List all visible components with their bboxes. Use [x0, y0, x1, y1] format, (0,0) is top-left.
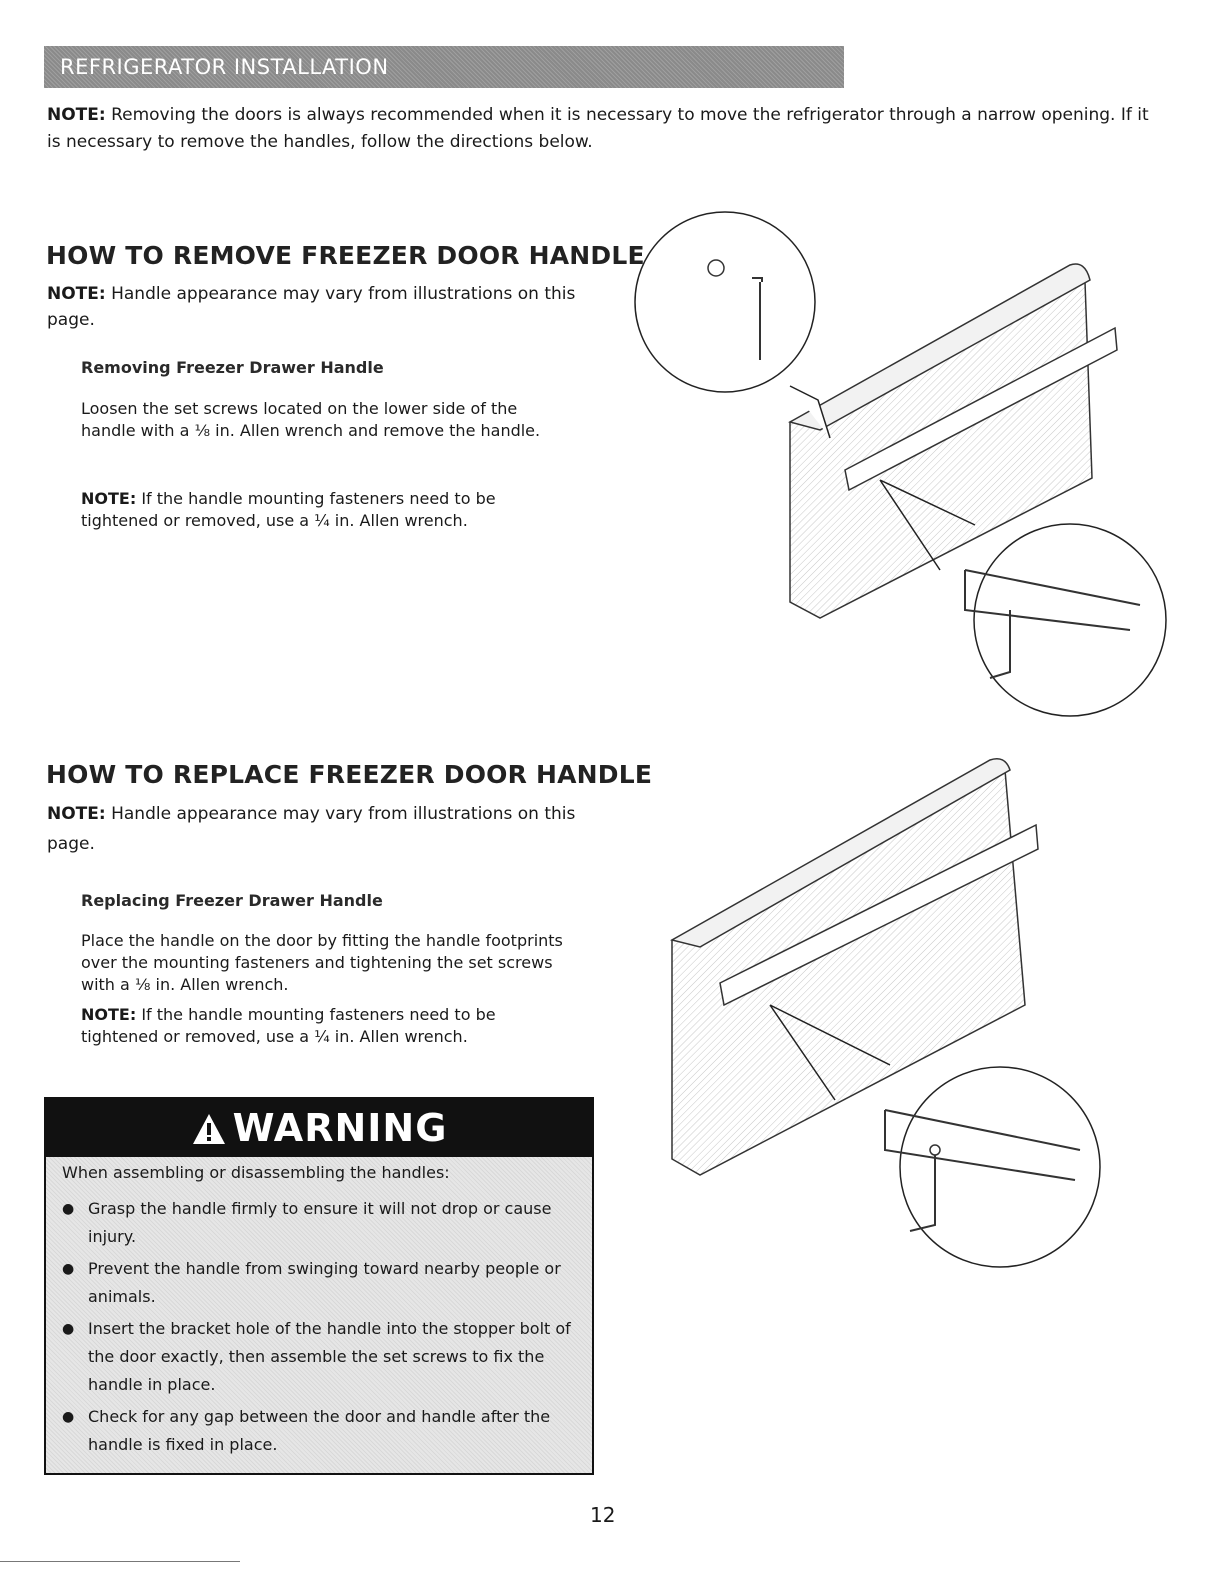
set-screw-icon — [929, 1144, 941, 1156]
replace-heading: HOW TO REPLACE FREEZER DOOR HANDLE — [46, 760, 653, 789]
bullet-icon: ● — [62, 1321, 75, 1337]
intro-note: NOTE: Removing the doors is always recom… — [47, 102, 1167, 156]
allen-wrench-icon — [989, 610, 1011, 679]
bullet-icon: ● — [62, 1409, 75, 1425]
callout-pointer — [789, 385, 831, 439]
bullet-icon: ● — [62, 1201, 75, 1217]
detail-circle-top — [634, 211, 816, 393]
callout-pointer — [769, 1004, 891, 1101]
remove-subheading: Removing Freezer Drawer Handle — [81, 358, 384, 377]
warning-list: ●Grasp the handle firmly to ensure it wi… — [62, 1195, 582, 1463]
remove-note-label: NOTE: — [47, 284, 106, 304]
remove-note-text: Handle appearance may vary from illustra… — [47, 284, 576, 330]
warning-item: ●Insert the bracket hole of the handle i… — [62, 1315, 582, 1399]
handle-detail — [964, 569, 1141, 631]
section-banner: REFRIGERATOR INSTALLATION — [44, 46, 844, 88]
remove-note: NOTE: Handle appearance may vary from il… — [47, 281, 607, 333]
warning-header: WARNING — [46, 1099, 592, 1157]
handle-detail — [884, 1109, 1081, 1181]
allen-wrench-icon — [752, 277, 763, 360]
replace-note-label: NOTE: — [47, 804, 106, 824]
replace-subheading: Replacing Freezer Drawer Handle — [81, 891, 383, 910]
warning-item: ●Check for any gap between the door and … — [62, 1403, 582, 1459]
handle — [719, 823, 1039, 1007]
replace-note-text: Handle appearance may vary from illustra… — [47, 804, 576, 854]
page-number: 12 — [590, 1503, 616, 1527]
set-screw-icon — [707, 259, 725, 277]
remove-note2-text: If the handle mounting fasteners need to… — [81, 489, 496, 530]
remove-note2-label: NOTE: — [81, 489, 137, 508]
replace-note-2: NOTE: If the handle mounting fasteners n… — [81, 1004, 571, 1048]
intro-note-text: Removing the doors is always recommended… — [47, 105, 1149, 152]
replace-handle-illustration — [669, 758, 1101, 1268]
warning-triangle-icon — [192, 1114, 225, 1144]
intro-note-label: NOTE: — [47, 105, 106, 125]
handle — [844, 326, 1118, 492]
detail-circle — [899, 1066, 1101, 1268]
warning-item: ●Grasp the handle firmly to ensure it wi… — [62, 1195, 582, 1251]
bullet-icon: ● — [62, 1261, 75, 1277]
warning-title: WARNING — [232, 1106, 448, 1150]
warning-box: WARNING When assembling or disassembling… — [44, 1097, 594, 1475]
replace-note2-label: NOTE: — [81, 1005, 137, 1024]
remove-handle-illustration — [634, 211, 1167, 717]
callout-pointer — [879, 479, 976, 571]
detail-circle-bottom — [973, 523, 1167, 717]
door-top — [788, 263, 1091, 431]
warning-lead: When assembling or disassembling the han… — [62, 1163, 450, 1182]
footer-line — [0, 1561, 240, 1562]
remove-heading: HOW TO REMOVE FREEZER DOOR HANDLE — [46, 241, 645, 270]
door-top — [669, 758, 1011, 948]
remove-note-2: NOTE: If the handle mounting fasteners n… — [81, 488, 571, 532]
allen-wrench-icon — [909, 1155, 936, 1232]
warning-item: ●Prevent the handle from swinging toward… — [62, 1255, 582, 1311]
replace-note: NOTE: Handle appearance may vary from il… — [47, 799, 587, 859]
replace-step: Place the handle on the door by fitting … — [81, 931, 563, 994]
replace-note2-text: If the handle mounting fasteners need to… — [81, 1005, 496, 1046]
remove-step: Loosen the set screws located on the low… — [81, 399, 541, 440]
